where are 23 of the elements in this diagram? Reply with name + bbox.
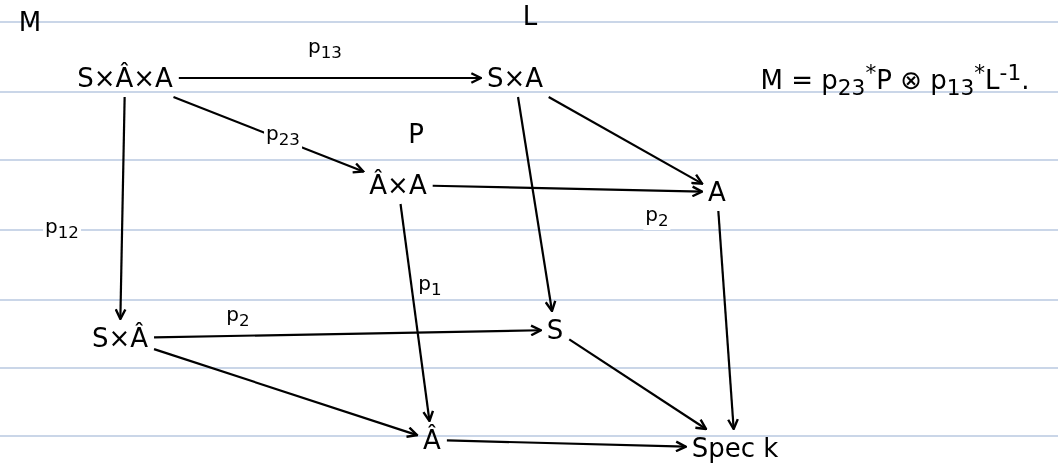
object-label: Â — [419, 423, 445, 457]
arrow — [153, 348, 419, 438]
arrow — [399, 203, 435, 423]
object-label: S×A — [482, 61, 548, 95]
object-label: Â×A — [365, 168, 431, 202]
arrow — [568, 338, 708, 431]
sheaf-label: P — [408, 119, 424, 149]
object-label: A — [704, 175, 730, 209]
sheaf-label: M — [18, 7, 42, 37]
formula: M = p$_{23}$$^{*}$P ⊗ p$_{13}$$^{*}$L$^{-1}$. — [760, 59, 1030, 101]
object-label: S — [542, 313, 568, 347]
object-label: Spec k — [687, 431, 783, 465]
sheaf-label: L — [522, 1, 538, 31]
arrow — [114, 96, 127, 321]
arrow — [446, 439, 687, 453]
arrow — [516, 96, 557, 313]
arrow — [432, 184, 704, 198]
object-label: S×Â×A — [73, 61, 177, 95]
arrow — [717, 210, 739, 431]
arrow — [154, 324, 542, 339]
arrow — [548, 96, 704, 185]
object-label: S×Â — [87, 321, 153, 355]
arrow — [178, 72, 483, 84]
